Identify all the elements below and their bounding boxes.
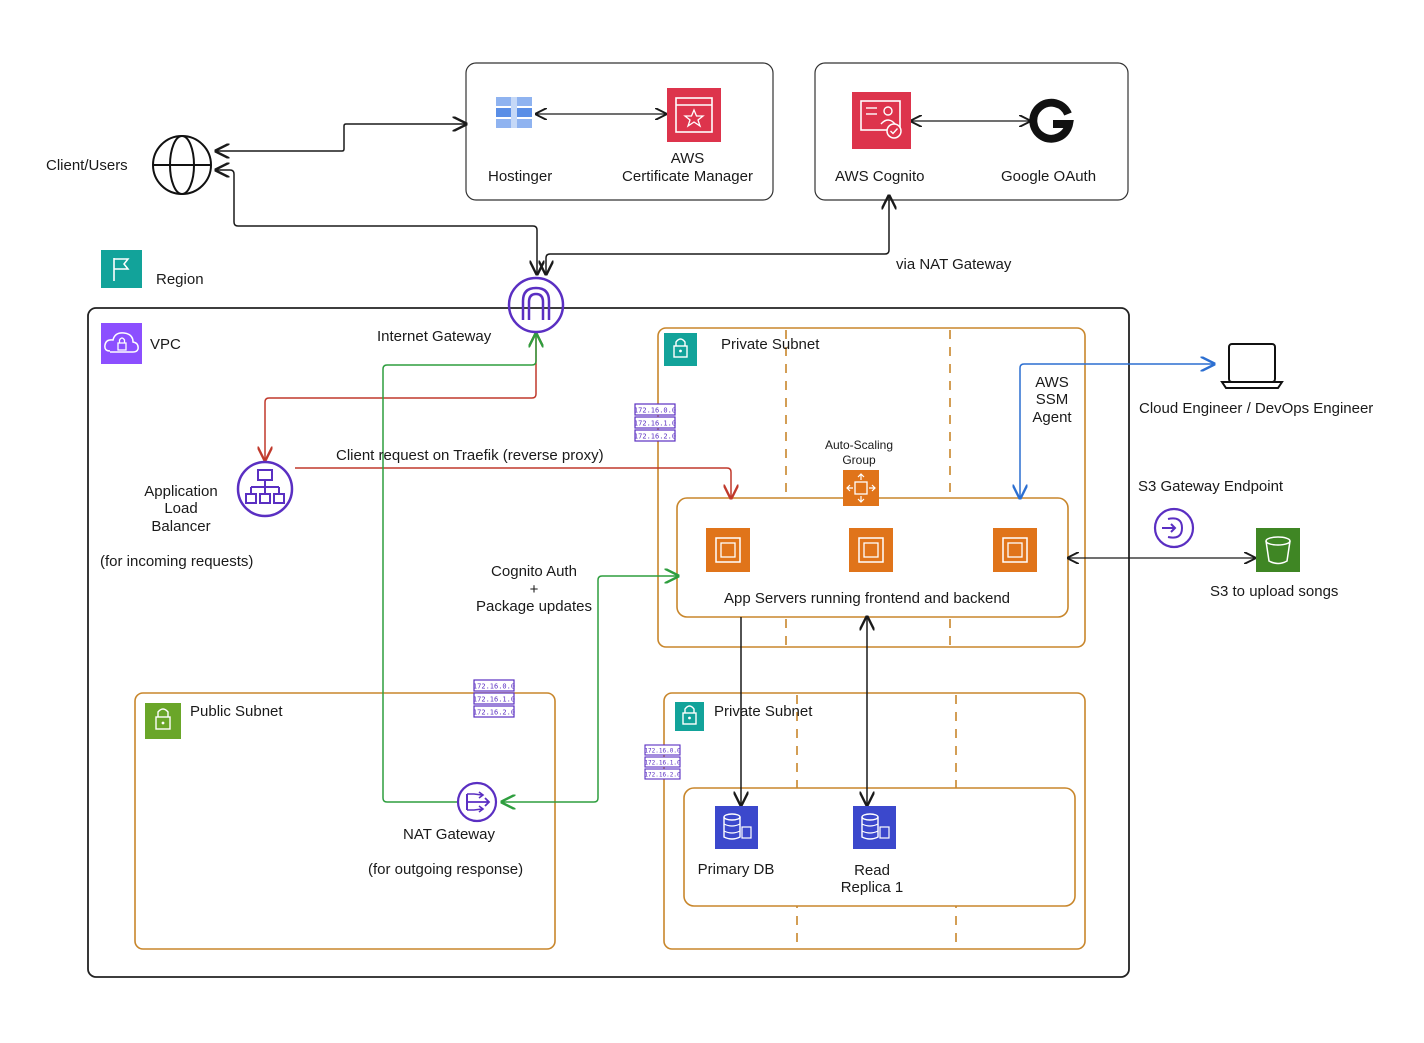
ssm-label-line3: Agent (1032, 409, 1072, 426)
arrow-alb-app (295, 467, 731, 498)
google-oauth-label: Google OAuth (1001, 168, 1097, 185)
arrow-ssm-engineer (1020, 364, 1214, 498)
acm-label-line1: AWS (670, 150, 705, 167)
s3-endpoint-label: S3 Gateway Endpoint (1138, 478, 1284, 495)
cidr-text: 172.16.1.0 (644, 760, 681, 767)
cognito-auth-line2: + (529, 581, 539, 598)
arrow-igw-cognito (546, 196, 889, 274)
private-subnet-top-label: Private Subnet (721, 336, 820, 353)
vpc-icon (101, 323, 142, 364)
cidr-text: 172.16.0.0 (634, 407, 676, 415)
nat-gateway-icon (456, 781, 498, 823)
primary-db-label: Primary DB (697, 861, 775, 878)
cidr-text: 172.16.2.0 (634, 433, 676, 441)
cognito-auth-line3: Package updates (476, 598, 592, 615)
cidr-text: 172.16.1.0 (473, 696, 515, 704)
private-subnet-lock-icon (675, 702, 704, 731)
nat-note: (for outgoing response) (368, 861, 524, 878)
cognito-label: AWS Cognito (835, 168, 925, 185)
ec2-instance-icon (706, 528, 750, 572)
public-subnet-box (134, 692, 556, 950)
alb-label-line1: Application (144, 483, 218, 500)
region-label: Region (156, 271, 204, 288)
public-subnet-lock-icon (145, 703, 181, 739)
asg-label-line1: Auto-Scaling (824, 438, 894, 452)
cidr-blocks: 172.16.0.0 172.16.1.0 172.16.2.0 (644, 744, 681, 780)
cidr-text: 172.16.2.0 (644, 772, 681, 779)
database-icon (715, 806, 758, 849)
cidr-blocks: 172.16.0.0 172.16.1.0 172.16.2.0 (473, 679, 515, 718)
server-icon (496, 97, 532, 128)
via-nat-label: via NAT Gateway (896, 256, 1012, 273)
globe-icon (152, 135, 212, 195)
nat-gateway-label: NAT Gateway (403, 826, 495, 843)
asg-label-line2: Group (842, 453, 876, 467)
internet-gateway-label: Internet Gateway (377, 328, 492, 345)
alb-label-line3: Balancer (151, 518, 211, 535)
read-replica-line1: Read (854, 862, 890, 879)
vpc-box (87, 307, 1130, 978)
read-replica-line2: Replica 1 (840, 879, 904, 896)
arrow-nat-igw (382, 334, 536, 803)
hostinger-label: Hostinger (488, 168, 553, 185)
cidr-text: 172.16.1.0 (634, 420, 676, 428)
google-icon (1029, 98, 1074, 143)
cognito-auth-line1: Cognito Auth (491, 563, 577, 580)
alb-note: (for incoming requests) (100, 553, 254, 570)
private-subnet-bottom-box (663, 692, 1086, 950)
public-subnet-label: Public Subnet (190, 703, 283, 720)
client-users-label: Client/Users (46, 157, 128, 174)
ec2-instance-icon (993, 528, 1037, 572)
s3-label: S3 to upload songs (1210, 583, 1339, 600)
arrow-igw-alb (265, 334, 536, 460)
arrow-client-igw (216, 170, 537, 274)
cidr-text: 172.16.0.0 (473, 683, 515, 691)
alb-label-line2: Load (164, 500, 198, 517)
arrow-client-to-dns (216, 124, 466, 151)
load-balancer-icon (236, 460, 294, 518)
client-request-label: Client request on Traefik (reverse proxy… (336, 447, 604, 464)
cidr-blocks: 172.16.0.0 172.16.1.0 172.16.2.0 (634, 403, 676, 442)
laptop-icon (1220, 343, 1284, 389)
app-servers-label: App Servers running frontend and backend (724, 590, 1011, 607)
vpc-label: VPC (150, 336, 181, 353)
acm-label-line2: Certificate Manager (622, 168, 753, 185)
s3-bucket-icon (1256, 528, 1300, 572)
cidr-text: 172.16.0.0 (644, 748, 681, 755)
ssm-label-line1: AWS (1035, 374, 1069, 391)
ssm-label-line2: SSM (1035, 391, 1069, 408)
auto-scaling-icon (843, 470, 879, 506)
cloud-engineer-label: Cloud Engineer / DevOps Engineer (1139, 400, 1374, 417)
private-subnet-lock-icon (664, 333, 697, 366)
cidr-text: 172.16.2.0 (473, 709, 515, 717)
internet-gateway-icon (507, 276, 565, 334)
arrow-app-nat (502, 576, 678, 802)
database-icon (853, 806, 896, 849)
region-flag-icon (101, 250, 142, 288)
certificate-manager-icon (667, 88, 721, 142)
gateway-endpoint-icon (1153, 507, 1195, 549)
ec2-instance-icon (849, 528, 893, 572)
auth-group-box (814, 62, 1129, 201)
private-subnet-bottom-label: Private Subnet (714, 703, 813, 720)
cognito-icon (852, 92, 911, 149)
